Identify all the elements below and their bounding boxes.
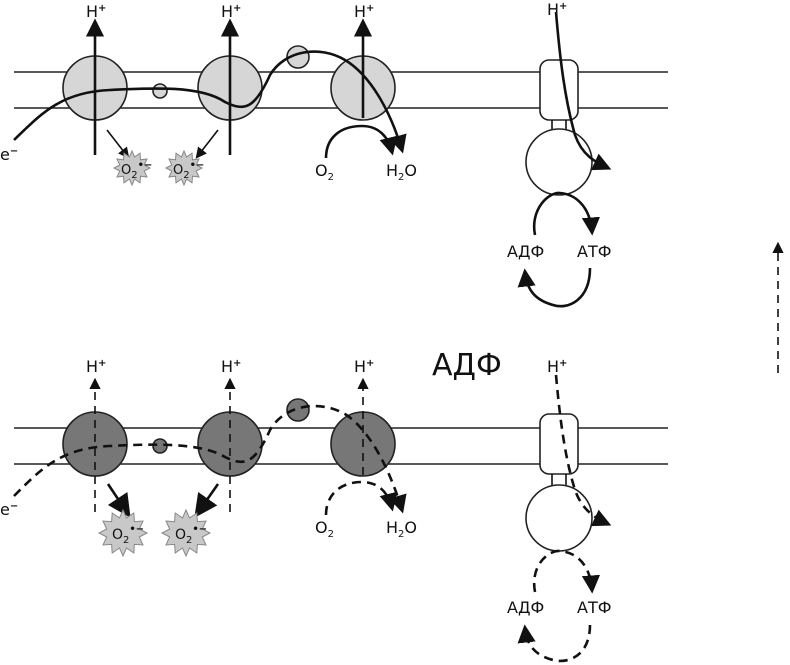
- superoxide-label: O2•−: [112, 524, 144, 546]
- proton-label: H+: [221, 357, 241, 376]
- superoxide-leak-arrow: [106, 483, 131, 518]
- proton-flow-synthase: [554, 11, 612, 171]
- atp-synthase-fo: [539, 413, 579, 475]
- adp-label: АДФ: [507, 242, 544, 261]
- proton-label: H+: [547, 357, 567, 376]
- electron-flow-path: [13, 404, 407, 514]
- panel-uncoupled: [13, 374, 668, 663]
- adp-return-arrow: [517, 267, 592, 308]
- electron-flow-path: [13, 50, 407, 154]
- cytochrome-c: [286, 398, 310, 422]
- proton-label: H+: [86, 357, 106, 376]
- adp-label: АДФ: [507, 598, 544, 617]
- proton-label: H+: [354, 357, 374, 376]
- adp-large-label: АДФ: [432, 348, 502, 383]
- electron-label: e−: [0, 500, 18, 519]
- atp-synthesis-arrow: [532, 191, 600, 236]
- proton-flow-synthase: [554, 374, 612, 527]
- superoxide-leak-arrow: [194, 483, 220, 518]
- proton-label: H+: [354, 2, 374, 21]
- atp-synthase-fo: [539, 59, 579, 121]
- water-label: H2O: [386, 161, 417, 183]
- adp-return-arrow: [517, 624, 592, 663]
- water-label: H2O: [386, 518, 417, 540]
- proton-label: H+: [221, 2, 241, 21]
- superoxide-leak-arrow: [195, 129, 219, 159]
- atp-synthase-f1: [525, 484, 593, 552]
- superoxide-label: O2•−: [175, 524, 207, 546]
- superoxide-starburst: [112, 149, 152, 187]
- superoxide-leak-arrow: [106, 129, 130, 159]
- electron-label: e−: [0, 145, 18, 164]
- atp-label: АТФ: [577, 242, 612, 261]
- panel-normal: [13, 11, 668, 308]
- superoxide-starburst: [160, 508, 212, 558]
- proton-label: H+: [86, 2, 106, 21]
- oxygen-reduction-arrow: [324, 124, 398, 159]
- atp-synthase-f1: [525, 128, 593, 196]
- atp-synthesis-arrow: [532, 549, 601, 594]
- oxygen-reduction-arrow: [324, 480, 398, 516]
- superoxide-starburst: [164, 149, 204, 187]
- ubiquinone: [152, 83, 168, 99]
- superoxide-starburst: [97, 508, 149, 558]
- oxygen-label: O2: [315, 518, 334, 540]
- oxygen-label: O2: [315, 161, 334, 183]
- superoxide-label: O2•−: [173, 160, 204, 181]
- atp-label: АТФ: [577, 598, 612, 617]
- superoxide-label: O2•−: [121, 160, 152, 181]
- proton-label: H+: [547, 0, 567, 19]
